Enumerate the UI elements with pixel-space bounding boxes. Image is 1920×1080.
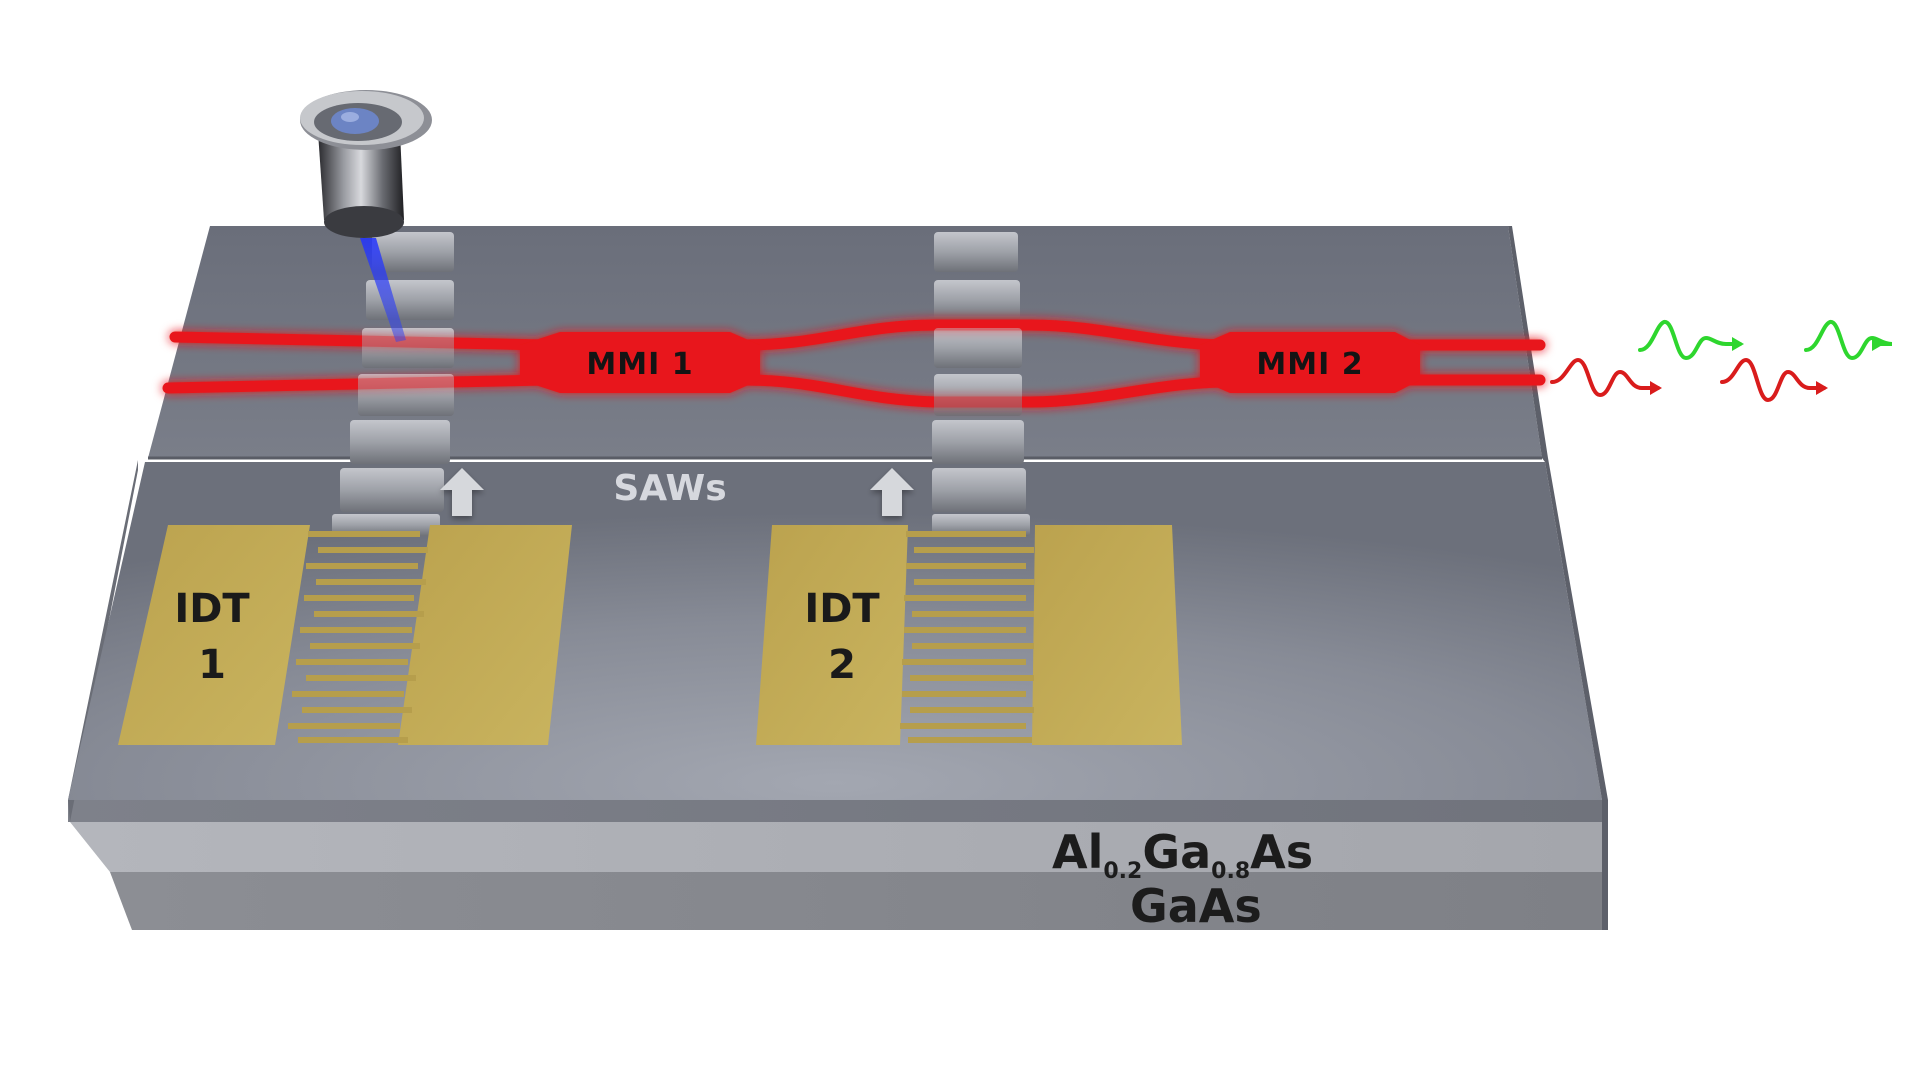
- layer-gaas: [110, 872, 1602, 930]
- saw-overlay-2: [934, 328, 1022, 416]
- idt-1-fingers: [288, 531, 428, 743]
- photon-green-2-arrow: [1872, 337, 1884, 351]
- idt-2-pad-right: [1032, 525, 1182, 745]
- photon-green-1-arrow: [1732, 337, 1744, 351]
- mmi-2-label: MMI 2: [1256, 347, 1363, 382]
- photon-red-2-arrow: [1816, 381, 1828, 395]
- chip-side-top-strip: [68, 800, 1602, 822]
- layer-algaas: [70, 822, 1602, 872]
- photon-green-1: [1638, 320, 1742, 361]
- waveguide-circuit: [162, 319, 1546, 408]
- saw-arrow-2: [870, 468, 914, 516]
- laser-beam: [360, 238, 406, 342]
- idt-2: IDT 2: [756, 525, 1182, 745]
- saw-arrow-1: [440, 468, 484, 516]
- laser-objective: [300, 90, 432, 342]
- mmi-1-label: MMI 1: [586, 347, 693, 382]
- chip-top-back: [148, 226, 1542, 458]
- idt-1-label-num: 1: [198, 642, 226, 688]
- idt-1: IDT 1: [118, 525, 572, 745]
- idt-2-label-top: IDT: [804, 586, 880, 632]
- output-photons: [1550, 320, 1893, 403]
- saws-label: SAWs: [613, 468, 726, 509]
- photon-red-2: [1720, 357, 1826, 403]
- layer-algaas-label: Al0.2Ga0.8As: [1052, 825, 1313, 884]
- layer-gaas-label: GaAs: [1130, 879, 1262, 933]
- mmi-2: [1200, 332, 1420, 393]
- idt-2-label-num: 2: [828, 642, 856, 688]
- idt-2-pad-left: [756, 525, 908, 745]
- idt-1-pad-right: [398, 525, 572, 745]
- waveguide-upper: [169, 319, 1546, 351]
- idt-1-label-top: IDT: [174, 586, 250, 632]
- saw-overlay-1: [358, 328, 454, 416]
- mmi-1: [520, 332, 760, 393]
- idt-1-pad-left: [118, 525, 310, 745]
- photon-red-1: [1550, 357, 1660, 398]
- idt-2-fingers: [900, 531, 1034, 743]
- photon-red-1-arrow: [1650, 381, 1662, 395]
- photon-green-2: [1804, 320, 1893, 361]
